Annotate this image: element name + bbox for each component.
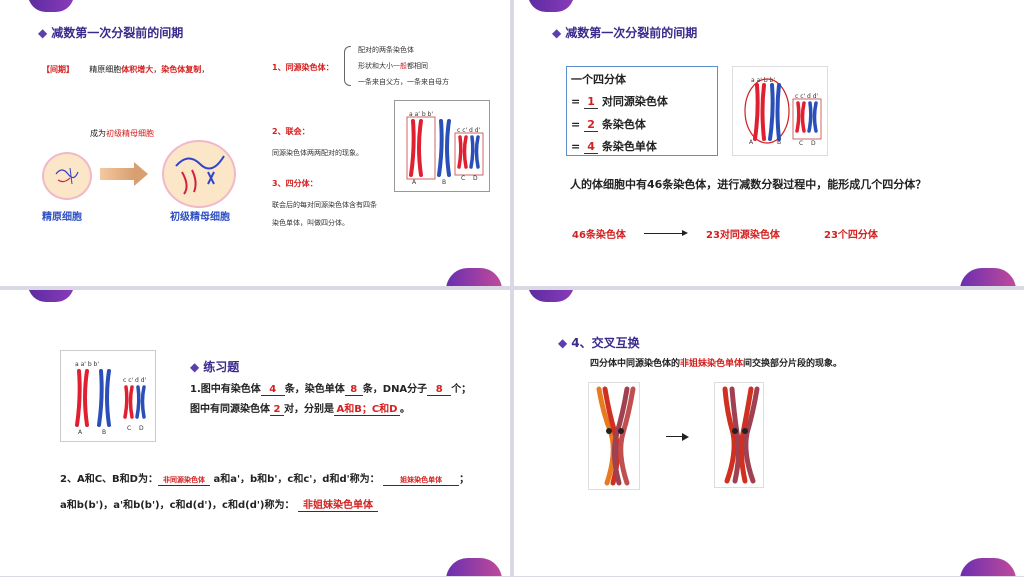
homolog-heading: 1、同源染色体： [272, 63, 334, 72]
slide-crossing-over: ◆4、交叉互换 四分体中同源染色体的非姐妹染色单体间交换部分片段的现象。 [514, 290, 1024, 576]
arrow-icon [666, 436, 684, 437]
diamond-icon: ◆ [38, 26, 48, 40]
decoration-bottom [446, 558, 502, 576]
chromosome-pairs-drawing [744, 78, 822, 144]
slide-title: ◆4、交叉互换 [558, 336, 640, 350]
arrow-head-icon [134, 162, 148, 186]
tetrad-before-image [588, 382, 640, 490]
homolog-point-3: 一条来自父方，一条来自母方 [358, 78, 449, 86]
chromosome-drawing [175, 155, 225, 195]
primary-spermatocyte-cell [162, 140, 236, 208]
slide-exercise: a a' b b' c c' d d' A B C D ◆练习题 1.图中有染色… [0, 290, 510, 576]
interphase-line: 【间期】 精原细胞体积增大，染色体复制， [42, 65, 210, 74]
exercise-title: ◆练习题 [190, 360, 240, 374]
arrow-icon [644, 233, 684, 234]
spermatogonium-cell [42, 152, 92, 200]
tetrad-after-image [714, 382, 764, 488]
homolog-point-1: 配对的两条染色体 [358, 46, 414, 54]
tetrad-box: 一个四分体 = 1 对同源染色体 = 2 条染色体 = 4 条染色单体 [566, 66, 718, 156]
slide-tetrad: ◆减数第一次分裂前的间期 一个四分体 = 1 对同源染色体 = 2 条染色体 =… [514, 0, 1024, 286]
tetrad-body-1: 联会后的每对同源染色体含有四条 [272, 201, 377, 209]
chromosome-figure: a a' b b' c c' d d' A B C D [60, 350, 156, 442]
decoration-bottom [960, 268, 1016, 286]
tetrad-heading: 3、四分体： [272, 179, 318, 188]
diamond-icon: ◆ [552, 26, 562, 40]
question-text: 人的体细胞中有46条染色体，进行减数分裂过程中，能形成几个四分体？ [570, 178, 927, 191]
cell1-label: 精原细胞 [42, 212, 82, 223]
synapsis-heading: 2、联会： [272, 127, 310, 136]
slide-title: ◆减数第一次分裂前的间期 [38, 26, 184, 40]
slide-interphase: ◆减数第一次分裂前的间期 【间期】 精原细胞体积增大，染色体复制， 成为初级精母… [0, 0, 510, 286]
decoration-bottom [446, 268, 502, 286]
chromatin-drawing [55, 167, 79, 185]
decoration-top [28, 290, 74, 302]
arrow-head-icon [682, 433, 689, 441]
chromosome-figure: a a' b b' c c' d d' A B C D [732, 66, 828, 156]
q2-line-1: 2、A和C、B和D为：非同源染色体 a和a'，b和b'，c和c'，d和d'称为：… [60, 474, 470, 486]
q2-line-2: a和b(b')，a'和b(b')，c和d(d')，c和d(d')称为： 非姐妹染… [60, 496, 378, 512]
tetrad-after-drawing [722, 386, 760, 484]
tetrad-body-2: 染色单体，叫做四分体。 [272, 219, 349, 227]
answer-tetrads: 23个四分体 [824, 230, 878, 241]
crossing-over-description: 四分体中同源染色体的非姐妹染色单体间交换部分片段的现象。 [590, 359, 843, 369]
chromosome-figure: a a' b b' c c' d d' A B C D [394, 100, 490, 192]
arrow-icon [100, 168, 134, 180]
brace [344, 46, 351, 86]
synapsis-body: 同源染色体两两配对的现象。 [272, 149, 363, 157]
answer-pairs: 23对同源染色体 [706, 230, 780, 241]
tetrad-before-drawing [596, 386, 636, 486]
become-line: 成为初级精母细胞 [90, 129, 154, 138]
decoration-bottom [960, 558, 1016, 576]
cell2-label: 初级精母细胞 [170, 212, 230, 223]
decoration-top [28, 0, 74, 12]
diamond-icon: ◆ [190, 360, 200, 374]
answer-chromosomes: 46条染色体 [572, 230, 626, 241]
slide-title: ◆减数第一次分裂前的间期 [552, 26, 698, 40]
homolog-point-2: 形状和大小一般都相同 [358, 62, 428, 70]
decoration-top [528, 0, 574, 12]
arrow-head-icon [682, 230, 688, 236]
diamond-icon: ◆ [558, 336, 568, 350]
decoration-top [528, 290, 574, 302]
chromosome-pairs-drawing [75, 369, 146, 427]
chromosome-pairs-drawing [406, 116, 484, 180]
